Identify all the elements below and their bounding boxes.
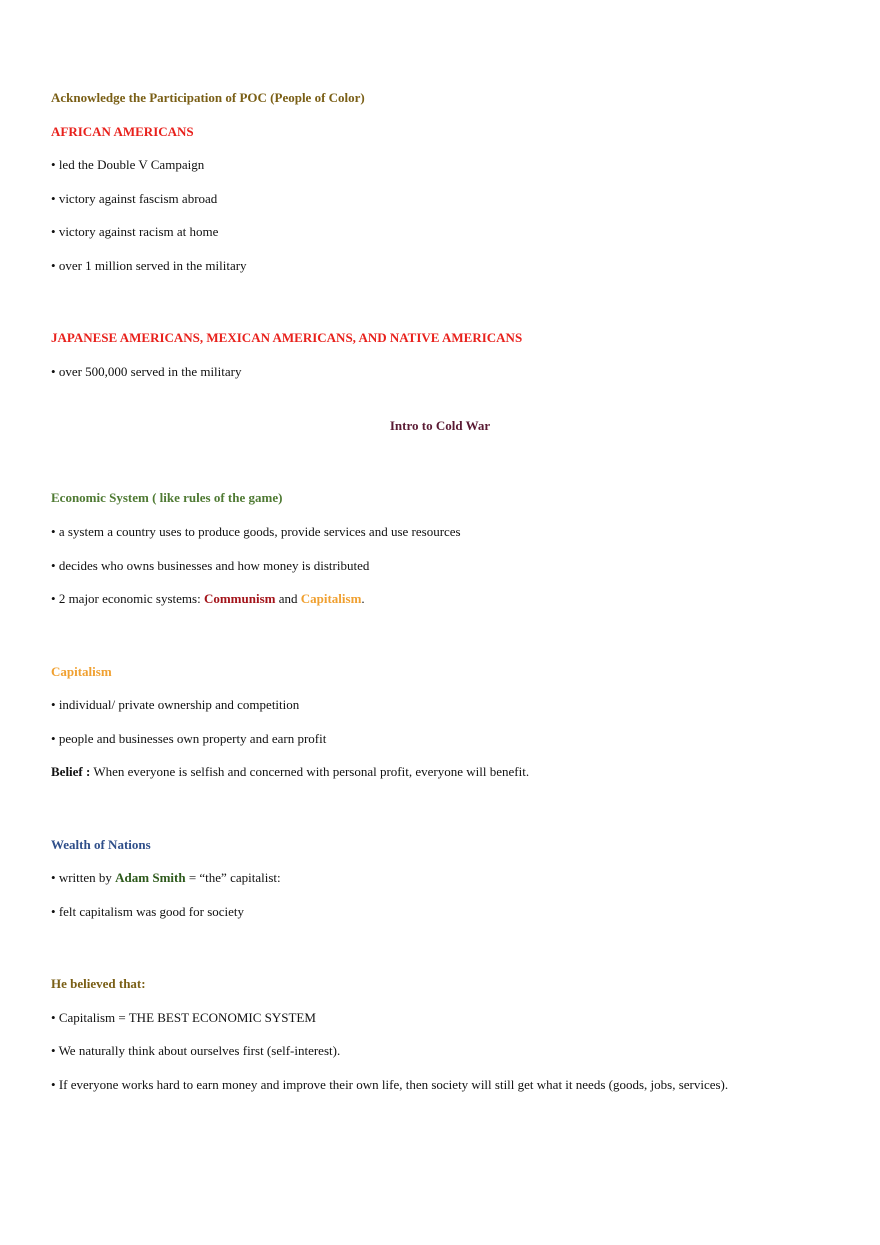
list-item-text: victory against fascism abroad	[58, 191, 218, 206]
list-item: • victory against racism at home	[51, 224, 218, 240]
bullet: •	[51, 258, 56, 273]
capitalism-term: Capitalism	[300, 591, 362, 606]
belief-line: Belief : When everyone is selfish and co…	[51, 764, 529, 780]
bullet: •	[51, 558, 56, 573]
list-item-text: written by	[58, 870, 116, 885]
belief-label: Belief :	[51, 764, 91, 779]
list-item-text: over 500,000 served in the military	[58, 364, 242, 379]
bullet: •	[51, 524, 56, 539]
bullet: •	[51, 591, 56, 606]
conjunction-text: and	[275, 591, 301, 606]
list-item: • If everyone works hard to earn money a…	[51, 1077, 728, 1093]
list-item: • We naturally think about ourselves fir…	[51, 1043, 340, 1059]
bullet: •	[51, 191, 56, 206]
bullet: •	[51, 904, 56, 919]
list-item: • a system a country uses to produce goo…	[51, 524, 461, 540]
list-item-text: decides who owns businesses and how mone…	[58, 558, 370, 573]
list-item: • felt capitalism was good for society	[51, 904, 244, 920]
list-item-text: felt capitalism was good for society	[58, 904, 245, 919]
list-item-text: = “the” capitalist:	[185, 870, 281, 885]
bullet: •	[51, 1077, 56, 1092]
list-item: • decides who owns businesses and how mo…	[51, 558, 369, 574]
african-americans-heading: AFRICAN AMERICANS	[51, 124, 194, 139]
list-item: • written by Adam Smith = “the” capitali…	[51, 870, 281, 886]
list-item-text: people and businesses own property and e…	[58, 731, 327, 746]
list-item: • over 500,000 served in the military	[51, 364, 242, 380]
list-item-text: victory against racism at home	[58, 224, 219, 239]
list-item: • Capitalism = THE BEST ECONOMIC SYSTEM	[51, 1010, 316, 1026]
section-title: Intro to Cold War	[389, 418, 491, 433]
communism-term: Communism	[203, 591, 276, 606]
wealth-of-nations-heading: Wealth of Nations	[51, 837, 151, 852]
bullet: •	[51, 1010, 56, 1025]
list-item-text: Capitalism = THE BEST ECONOMIC SYSTEM	[58, 1010, 316, 1025]
author-name: Adam Smith	[115, 870, 186, 885]
capitalism-heading: Capitalism	[51, 664, 112, 679]
list-item-text: 2 major economic systems:	[58, 591, 204, 606]
list-item: • victory against fascism abroad	[51, 191, 217, 207]
list-item-text: We naturally think about ourselves first…	[58, 1043, 341, 1058]
bullet: •	[51, 1043, 56, 1058]
economic-system-heading: Economic System ( like rules of the game…	[51, 490, 283, 505]
bullet: •	[51, 157, 56, 172]
list-item-text: If everyone works hard to earn money and…	[58, 1077, 729, 1092]
period-text: .	[361, 591, 365, 606]
list-item-text: a system a country uses to produce goods…	[58, 524, 461, 539]
list-item: • individual/ private ownership and comp…	[51, 697, 299, 713]
poc-heading: Acknowledge the Participation of POC (Pe…	[51, 90, 365, 105]
bullet: •	[51, 697, 56, 712]
beliefs-heading: He believed that:	[51, 976, 146, 991]
bullet: •	[51, 224, 56, 239]
list-item: • over 1 million served in the military	[51, 258, 247, 274]
bullet: •	[51, 870, 56, 885]
list-item: • led the Double V Campaign	[51, 157, 204, 173]
list-item: • people and businesses own property and…	[51, 731, 326, 747]
belief-text: When everyone is selfish and concerned w…	[90, 764, 530, 779]
bullet: •	[51, 731, 56, 746]
list-item-text: over 1 million served in the military	[58, 258, 247, 273]
list-item: • 2 major economic systems: Communism an…	[51, 591, 365, 607]
bullet: •	[51, 364, 56, 379]
list-item-text: individual/ private ownership and compet…	[58, 697, 300, 712]
list-item-text: led the Double V Campaign	[58, 157, 205, 172]
other-groups-heading: JAPANESE AMERICANS, MEXICAN AMERICANS, A…	[51, 330, 523, 345]
